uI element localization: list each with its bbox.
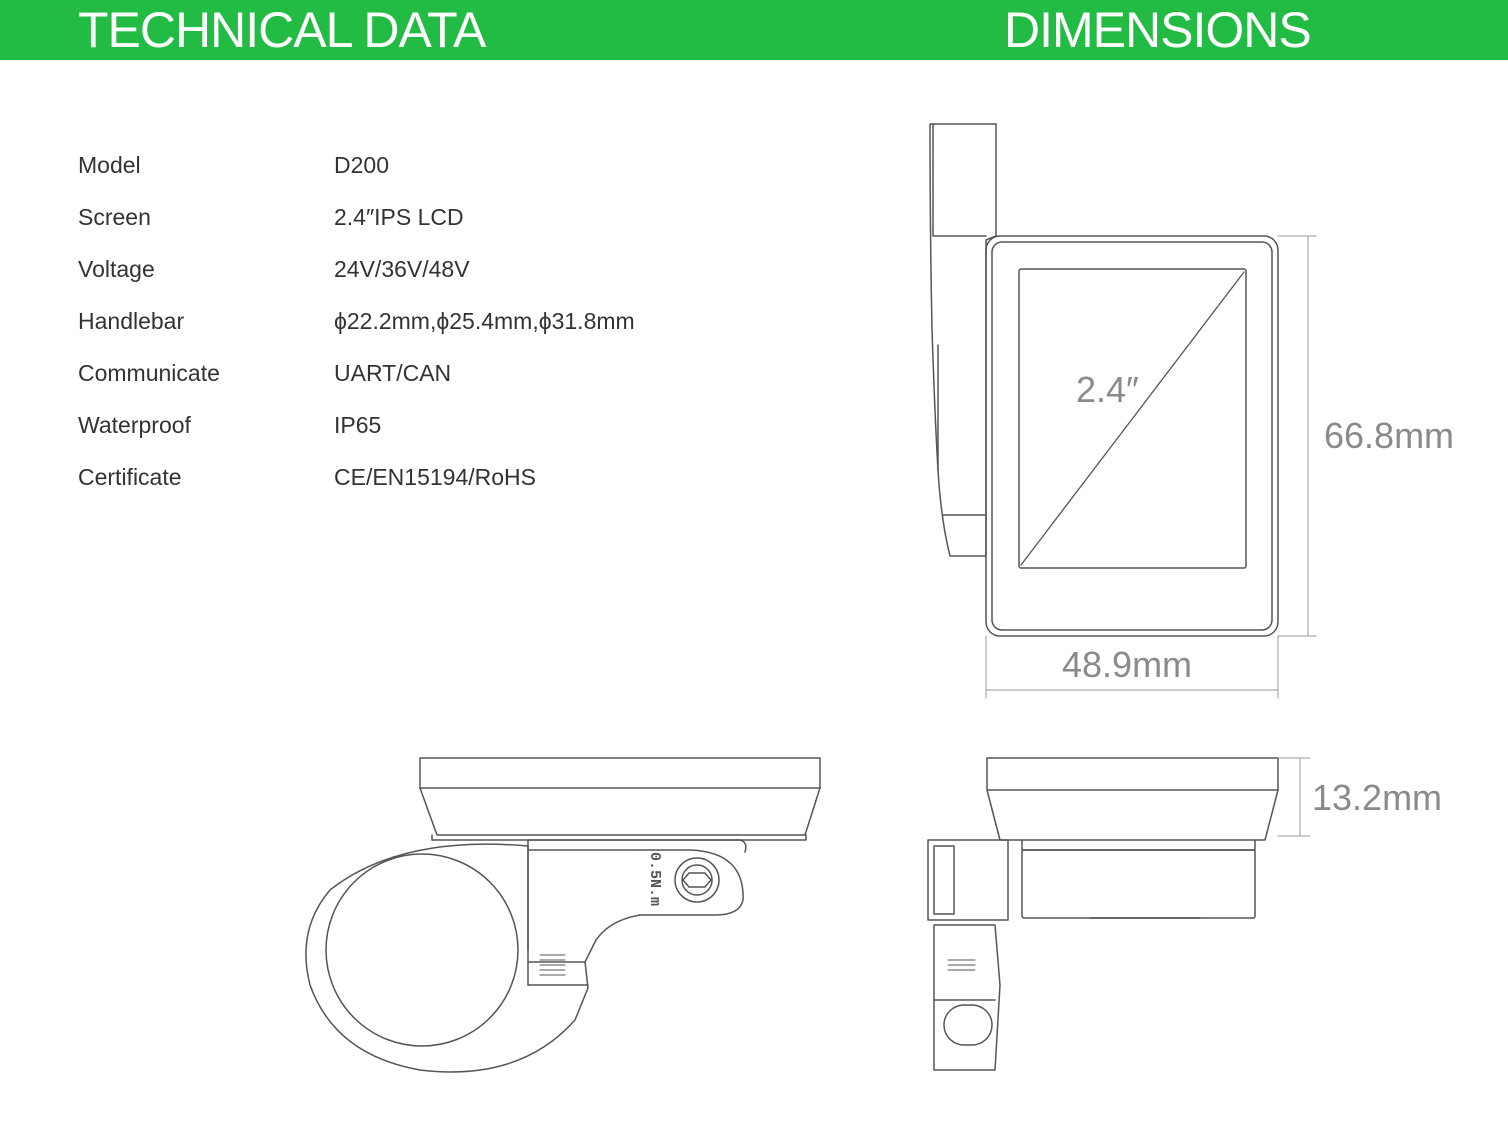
spec-label: Model — [78, 152, 141, 178]
spec-value: CE/EN15194/RoHS — [334, 464, 536, 490]
spec-table: Model D200 Screen 2.4″IPS LCD Voltage 24… — [78, 140, 778, 504]
spec-row-handlebar: Handlebar ϕ22.2mm,ϕ25.4mm,ϕ31.8mm — [78, 296, 778, 348]
depth-dimension-label: 13.2mm — [1312, 777, 1442, 818]
spec-row-voltage: Voltage 24V/36V/48V — [78, 244, 778, 296]
depth-dimension-line — [1277, 757, 1311, 837]
technical-data-title: TECHNICAL DATA — [78, 2, 486, 58]
spec-row-screen: Screen 2.4″IPS LCD — [78, 192, 778, 244]
screen-diagonal-label: 2.4″ — [1076, 369, 1139, 410]
spec-row-certificate: Certificate CE/EN15194/RoHS — [78, 452, 778, 504]
spec-label: Waterproof — [78, 412, 191, 438]
spec-row-waterproof: Waterproof IP65 — [78, 400, 778, 452]
spec-row-model: Model D200 — [78, 140, 778, 192]
height-dimension-line — [1277, 235, 1317, 637]
spec-label: Voltage — [78, 256, 155, 282]
spec-value: UART/CAN — [334, 360, 452, 386]
spec-value: IP65 — [334, 412, 382, 438]
spec-label: Handlebar — [78, 308, 185, 334]
spec-value: D200 — [334, 152, 389, 178]
width-dimension-line — [985, 635, 1279, 699]
display-side-view — [305, 757, 821, 1073]
spec-label: Certificate — [78, 464, 182, 490]
spec-label: Communicate — [78, 360, 220, 386]
display-end-view — [927, 757, 1279, 1071]
torque-label: 0.5N.m — [646, 852, 663, 906]
spec-value: ϕ22.2mm,ϕ25.4mm,ϕ31.8mm — [334, 308, 635, 334]
header-bar: TECHNICAL DATA DIMENSIONS — [0, 0, 1508, 60]
display-front-view — [929, 123, 1279, 637]
spec-value: 24V/36V/48V — [334, 256, 470, 282]
width-dimension-label: 48.9mm — [1062, 644, 1192, 685]
spec-row-communicate: Communicate UART/CAN — [78, 348, 778, 400]
spec-value: 2.4″IPS LCD — [334, 204, 464, 230]
dimensions-title: DIMENSIONS — [1004, 2, 1312, 58]
height-dimension-label: 66.8mm — [1324, 415, 1454, 456]
spec-label: Screen — [78, 204, 151, 230]
